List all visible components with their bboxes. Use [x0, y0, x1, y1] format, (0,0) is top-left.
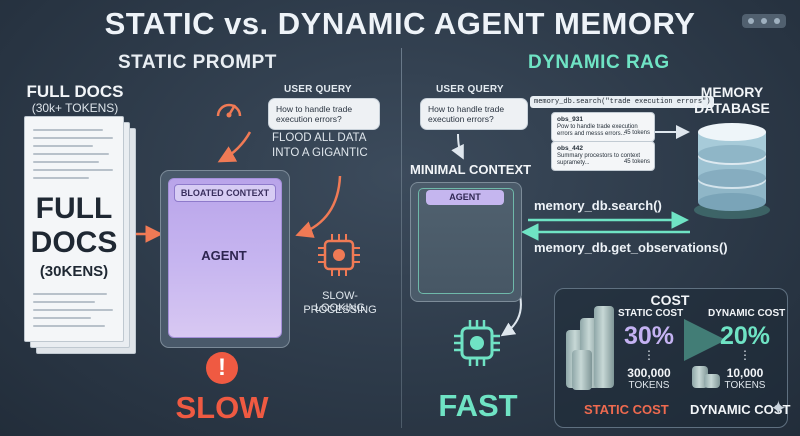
dynamic-agent-label: AGENT	[426, 190, 504, 205]
user-query-label-right: USER QUERY	[436, 84, 504, 95]
get-observations-label: memory_db.get_observations()	[534, 240, 728, 255]
window-controls	[742, 14, 786, 28]
dynamic-tokens-num: 10,000	[726, 366, 764, 380]
sparkle-icon: ✦	[770, 398, 787, 420]
full-docs-label: FULL DOCS	[26, 82, 124, 101]
static-prompt-heading: STATIC PROMPT	[118, 52, 277, 73]
static-dots: ⋮	[643, 348, 655, 362]
obs-2-id: obs_442	[557, 145, 584, 152]
main-title: STATIC vs. DYNAMIC AGENT MEMORY	[104, 6, 696, 41]
warning-icon: !	[206, 352, 238, 384]
static-cost-label: STATIC COST	[618, 308, 684, 319]
obs-1-tokens: 45 tokens	[623, 130, 650, 136]
search-query-code: memory_db.search("trade execution errors…	[530, 96, 715, 108]
search-call-label: memory_db.search()	[534, 198, 662, 213]
user-query-bubble-left: How to handle trade execution errors?	[268, 98, 380, 130]
flood-text-1: FLOOD ALL DATA	[272, 132, 367, 144]
static-cost-percent: 30%	[623, 322, 675, 350]
fast-chip-icon	[454, 320, 500, 366]
query-to-agent-arrow	[217, 131, 252, 163]
bottom-static-cost: STATIC COST	[584, 402, 669, 417]
window-dot-icon	[748, 18, 754, 24]
window-dot-icon	[774, 18, 780, 24]
fast-result: FAST	[438, 388, 518, 423]
flood-text-2: INTO A GIGANTIC	[272, 147, 368, 159]
section-divider	[401, 48, 402, 428]
query-to-minimal-arrow	[451, 133, 464, 160]
observation-card-1: obs_931 Pow to handle trade execution er…	[551, 112, 655, 142]
obs-2-text: Summary procestors to context supramety.…	[557, 153, 641, 166]
dynamic-cost-label: DYNAMIC COST	[708, 308, 786, 319]
doc-big-text-1: FULL	[35, 192, 113, 225]
dynamic-rag-heading: DYNAMIC RAG	[528, 52, 670, 73]
obs-1-text: Pow to handle trade execution errors and…	[557, 124, 638, 137]
obs-2-tokens: 45 tokens	[623, 159, 650, 165]
processing-chip-icon	[318, 234, 360, 276]
static-tokens-unit: TOKENS	[628, 380, 670, 391]
user-query-label-left: USER QUERY	[284, 84, 352, 95]
dynamic-cost-percent: 20%	[719, 322, 771, 350]
obs-1-id: obs_931	[557, 116, 584, 123]
window-dot-icon	[761, 18, 767, 24]
observation-card-2: obs_442 Summary procestors to context su…	[551, 141, 655, 171]
cost-title: COST	[650, 292, 690, 308]
full-docs-tokens: (30k+ TOKENS)	[31, 101, 119, 115]
doc-sheet-front: FULL DOCS (30KENS)	[24, 116, 124, 342]
processing-text-1: SLOW-LOOKING	[314, 290, 366, 314]
bloated-context-box	[168, 178, 282, 338]
processing-text-2: PROCESSING	[303, 304, 377, 316]
minimal-context-label: MINIMAL CONTEXT	[410, 162, 532, 177]
database-icon	[694, 123, 770, 219]
minimal-context-box	[418, 188, 514, 294]
doc-big-text-2: DOCS	[30, 226, 118, 259]
slow-result: SLOW	[175, 390, 269, 425]
bottom-dynamic-cost: DYNAMIC COST	[690, 402, 791, 417]
memory-db-label-2: DATABASE	[694, 100, 770, 116]
static-agent-label: AGENT	[201, 248, 247, 263]
speed-gauge-icon	[216, 103, 242, 118]
process-to-agent-arrow	[295, 175, 342, 238]
user-query-bubble-right: How to handle trade execution errors?	[420, 98, 528, 130]
doc-big-text-3: (30KENS)	[39, 263, 109, 280]
dynamic-dots: ⋮	[739, 348, 751, 362]
static-tokens-num: 300,000	[627, 366, 671, 380]
memory-db-label-1: MEMORY	[700, 84, 764, 100]
bloated-context-label: BLOATED CONTEXT	[174, 184, 276, 202]
dynamic-tokens-unit: TOKENS	[724, 380, 766, 391]
